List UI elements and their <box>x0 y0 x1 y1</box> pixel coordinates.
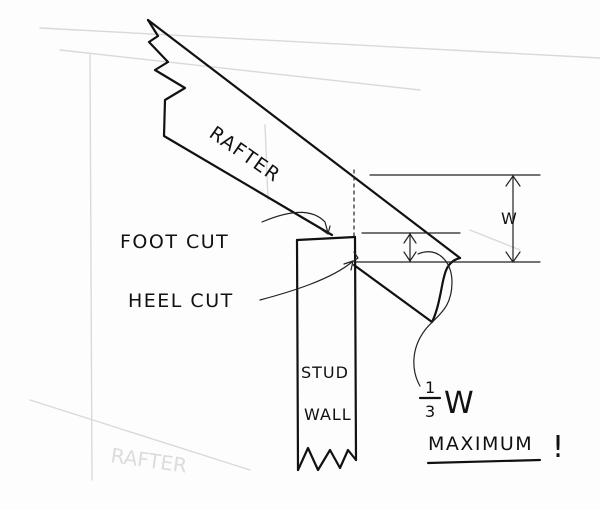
one-third-w-label: 1 3 W <box>418 378 474 421</box>
rafter <box>146 18 462 324</box>
third-w-letter: W <box>444 386 474 421</box>
heel-cut-label: HEEL CUT <box>128 290 234 312</box>
w-dimension-label: W <box>501 209 518 228</box>
stud-label: STUD <box>301 363 349 382</box>
maximum-note: MAXIMUM ! <box>426 430 564 465</box>
heel-cut-notch <box>351 169 359 263</box>
foot-cut-label: FOOT CUT <box>120 231 229 253</box>
maximum-label: MAXIMUM <box>428 433 533 455</box>
dimension-lines <box>354 174 541 263</box>
exclamation-mark: ! <box>552 430 564 465</box>
faint-rafter-text: RAFTER <box>109 443 188 477</box>
leader-lines <box>259 211 453 387</box>
fraction-denominator: 3 <box>425 402 436 421</box>
rafter-label: RAFTER <box>205 122 285 187</box>
wall-label: WALL <box>304 405 352 424</box>
bleed-through-marks: RAFTER <box>29 27 600 481</box>
fraction-numerator: 1 <box>425 378 436 397</box>
stud-wall <box>295 235 358 472</box>
